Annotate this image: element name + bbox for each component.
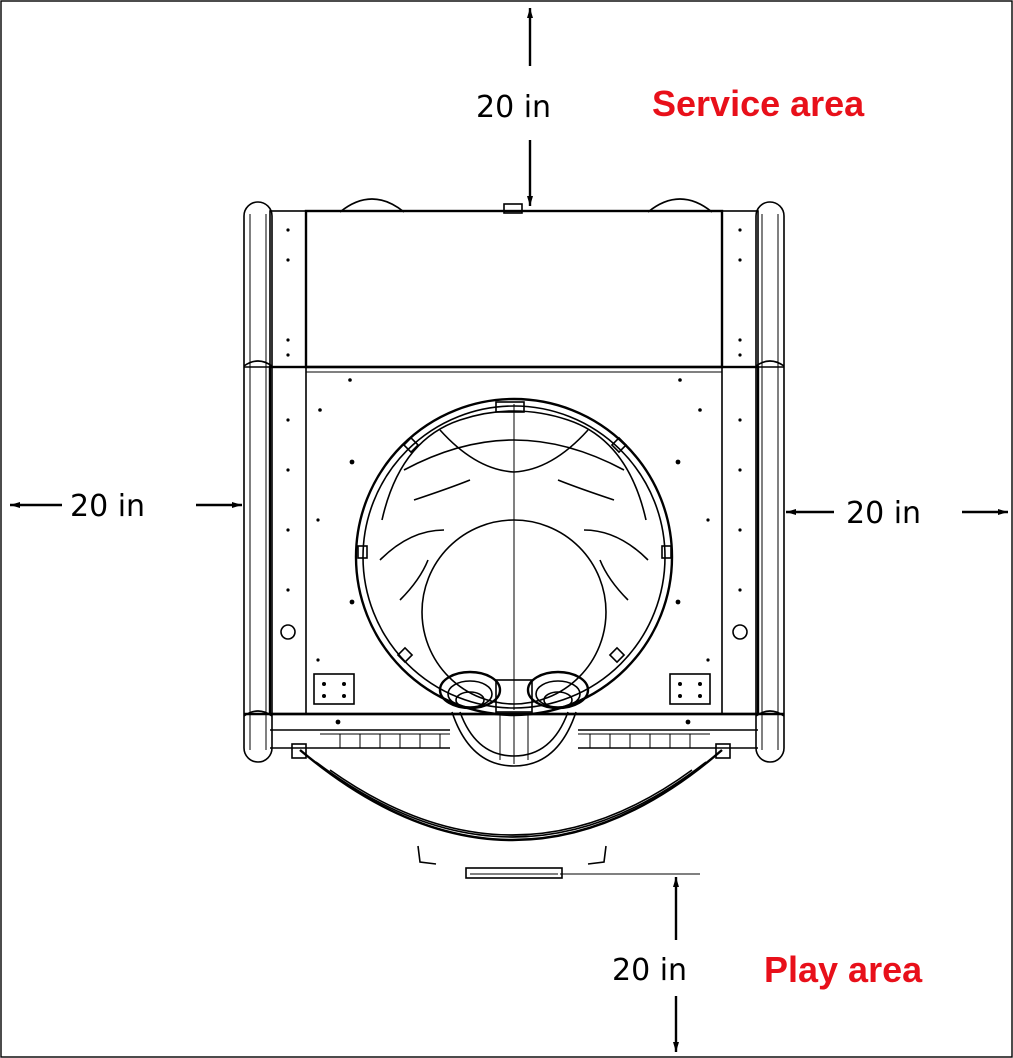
- plate-left: [313, 673, 355, 705]
- dimension-bottom-label: 20 in: [612, 953, 687, 988]
- top-connector: [503, 203, 523, 214]
- seat-capsule: [354, 397, 674, 717]
- frame-rivets: [286, 228, 742, 662]
- front-rail: [244, 712, 784, 749]
- service-panel: [304, 209, 724, 369]
- pedal-assembly: [438, 670, 590, 767]
- service-area-label: Service area: [652, 83, 865, 124]
- front-apron: [291, 743, 731, 879]
- cabinet: [243, 198, 785, 879]
- top-bump-left: [339, 198, 405, 213]
- play-area-label: Play area: [764, 949, 923, 990]
- dimension-left-label: 20 in: [70, 489, 145, 524]
- dimension-left: 20 in: [10, 489, 242, 524]
- dimension-top-label: 20 in: [476, 90, 551, 125]
- left-bumper: [243, 201, 273, 763]
- dimension-bottom: 20 in: [560, 873, 700, 1052]
- left-frame-hole: [280, 624, 296, 640]
- dimension-top: 20 in: [476, 8, 551, 206]
- dimension-right-label: 20 in: [846, 496, 921, 531]
- right-bumper: [755, 201, 785, 763]
- right-frame-hole: [732, 624, 748, 640]
- top-bump-right: [647, 198, 713, 213]
- dimension-right: 20 in: [786, 496, 1008, 531]
- plate-right: [669, 673, 711, 705]
